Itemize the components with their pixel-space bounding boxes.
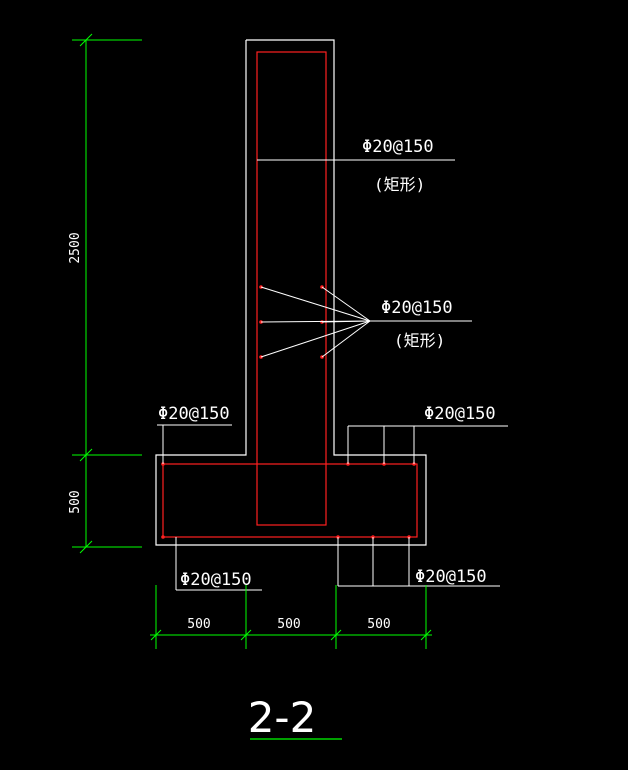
- rebar-wall-cage: [256, 51, 327, 526]
- label-wall-top: Φ20@150: [362, 137, 434, 157]
- label-wall-mid: Φ20@150: [381, 298, 453, 318]
- dim-width-left: 500: [187, 617, 210, 632]
- label-base-bottom-right: Φ20@150: [415, 567, 487, 587]
- dim-width-right: 500: [367, 617, 390, 632]
- label-base-top-right: Φ20@150: [424, 404, 496, 424]
- label-wall-top-note: (矩形): [374, 175, 425, 194]
- dimension-horizontal: [150, 585, 432, 649]
- dim-width-mid: 500: [277, 617, 300, 632]
- section-title: 2-2: [248, 693, 317, 742]
- label-base-top-left: Φ20@150: [158, 404, 230, 424]
- label-wall-mid-note: (矩形): [394, 331, 445, 350]
- dim-height-base: 500: [68, 490, 83, 513]
- label-base-bottom-left: Φ20@150: [180, 570, 252, 590]
- dimension-vertical: [72, 33, 142, 554]
- leader-lines: [157, 159, 508, 591]
- dim-height-wall: 2500: [68, 232, 83, 263]
- concrete-outline: [155, 39, 427, 546]
- rebar-base-cage: [162, 463, 418, 538]
